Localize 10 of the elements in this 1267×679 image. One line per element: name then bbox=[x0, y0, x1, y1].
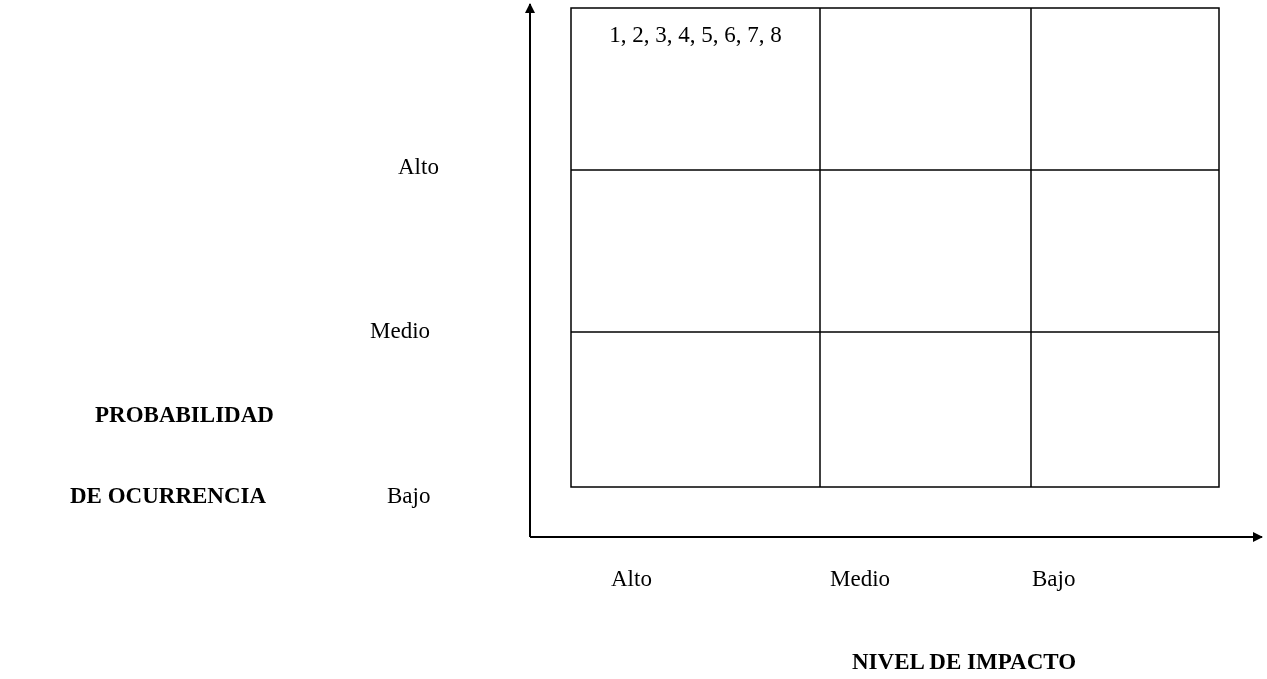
axis-tick-label: Medio bbox=[370, 317, 431, 345]
axis-title: NIVEL DE IMPACTO bbox=[852, 648, 1077, 676]
axis-tick-label: Bajo bbox=[1032, 565, 1076, 593]
axis-tick-label: Medio bbox=[830, 565, 891, 593]
axis-tick-label: Bajo bbox=[387, 482, 431, 510]
axis-tick-label: Alto bbox=[398, 153, 439, 181]
axis-title: PROBABILIDAD bbox=[95, 401, 274, 429]
cell-text: 1, 2, 3, 4, 5, 6, 7, 8 bbox=[608, 21, 783, 49]
axis-tick-label: Alto bbox=[611, 565, 652, 593]
axis-title: DE OCURRENCIA bbox=[70, 482, 267, 510]
